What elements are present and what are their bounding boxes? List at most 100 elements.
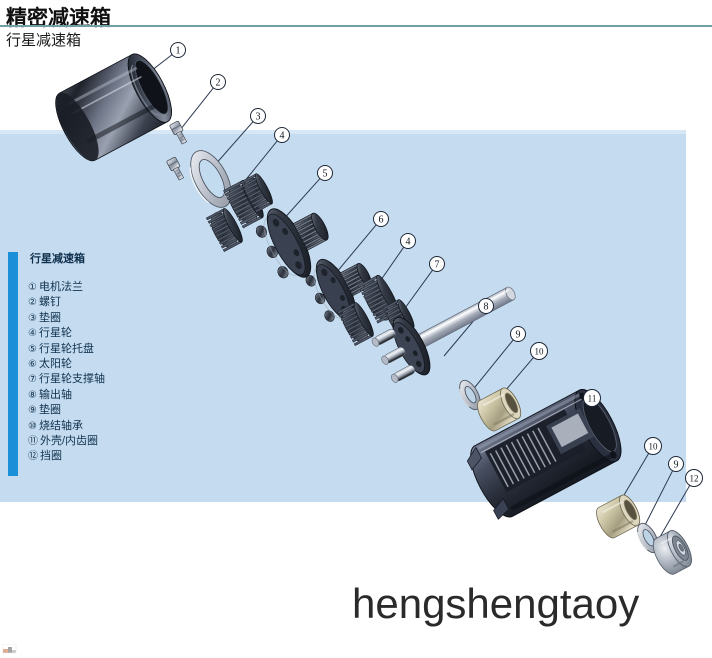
legend-item-number: ⑪ [28, 436, 38, 448]
callout-9a: 9 [510, 326, 526, 342]
callout-bubble-circle [644, 437, 662, 455]
callout-3: 3 [250, 108, 266, 124]
callout-number: 10 [535, 346, 545, 356]
legend-item-number: ④ [28, 328, 37, 340]
callout-1: 1 [170, 42, 186, 58]
callout-number: 7 [435, 259, 440, 270]
callout-bubble-circle [170, 42, 186, 58]
legend-item-number: ⑧ [28, 389, 37, 401]
part-motor-flange [55, 53, 172, 162]
legend-item-number: ⑫ [28, 451, 38, 463]
part-screws [166, 120, 188, 181]
callout-bubble-circle [583, 389, 601, 407]
callout-bubble-circle [373, 211, 389, 227]
part-washer-large [189, 150, 232, 208]
legend-item-number: ⑦ [28, 374, 37, 386]
callout-bubble-circle [317, 165, 333, 181]
watermark-text: hengshengtaoy [352, 580, 640, 627]
callout-5: 5 [317, 165, 333, 181]
callout-bubble-circle [250, 108, 266, 124]
legend-item-label: 行星轮 [38, 327, 72, 340]
callout-leader-lines [119, 54, 691, 550]
part-output-shaft [371, 286, 516, 383]
part-planet-carrier-b [305, 258, 372, 322]
legend-item-label: 输出轴 [38, 388, 72, 401]
legend-accent-bar [8, 252, 18, 476]
corner-artifact [2, 644, 17, 654]
callout-leader-line [335, 224, 377, 274]
part-sintered-bearing-b [596, 494, 641, 539]
legend-item-label: 太阳轮 [38, 358, 72, 371]
legend-item-label: 行星轮托盘 [38, 342, 94, 355]
callout-bubble-circle [429, 256, 445, 272]
legend-item-label: 挡圈 [40, 450, 62, 463]
callout-number: 10 [649, 441, 659, 451]
callout-number: 5 [323, 168, 328, 179]
callout-2: 2 [210, 74, 226, 90]
callout-4a: 4 [274, 127, 290, 143]
legend-item-label: 行星轮支撑轴 [38, 373, 105, 386]
legend-item-number: ⑩ [28, 420, 37, 432]
diagram-panel-highlight [0, 130, 686, 134]
legend-title: 行星减速箱 [30, 253, 85, 265]
callout-leader-line [280, 178, 321, 223]
legend-item-number: ⑥ [28, 359, 37, 371]
callout-leader-line [470, 339, 514, 393]
callout-number: 9 [516, 329, 521, 340]
page-subtitle: 行星减速箱 [6, 32, 82, 49]
callout-9b: 9 [668, 456, 684, 472]
callout-number: 6 [379, 214, 384, 225]
title-divider [0, 25, 712, 27]
callout-bubble-circle [668, 456, 684, 472]
legend-item-label: 垫圈 [38, 311, 61, 324]
callout-number: 11 [588, 393, 597, 403]
legend-item-label: 外壳/内齿圈 [40, 435, 99, 448]
callout-number: 4 [406, 236, 411, 247]
callout-leader-line [243, 140, 278, 183]
callout-6: 6 [373, 211, 389, 227]
part-planet-carrier-a [255, 208, 329, 279]
part-sintered-bearing-a [477, 387, 522, 432]
part-planet-gears-a [205, 173, 273, 252]
callout-bubble-circle [530, 342, 548, 360]
callout-number: 4 [280, 130, 285, 141]
callout-number: 2 [216, 77, 221, 88]
callout-12: 12 [685, 469, 703, 487]
callout-7: 7 [429, 256, 445, 272]
callout-number: 1 [176, 45, 181, 56]
callout-bubble-circle [400, 233, 416, 249]
callout-bubble-circle [274, 127, 290, 143]
callout-10a: 10 [530, 342, 548, 360]
callout-bubble-circle [685, 469, 703, 487]
legend-item-label: 螺钉 [38, 296, 61, 309]
callout-bubble-circle [478, 298, 494, 314]
legend-item-label: 电机法兰 [38, 281, 83, 293]
legend-item-label: 烧结轴承 [38, 419, 83, 432]
legend-item-number: ⑨ [28, 405, 37, 417]
callout-number: 3 [256, 111, 261, 122]
callout-bubble-circle [210, 74, 226, 90]
callout-number: 12 [690, 473, 699, 483]
callout-number: 8 [484, 301, 489, 312]
part-retaining-ring [652, 530, 692, 575]
callout-number: 9 [674, 459, 679, 470]
legend-item-number: ① [28, 282, 37, 293]
legend-item-number: ③ [28, 312, 37, 324]
